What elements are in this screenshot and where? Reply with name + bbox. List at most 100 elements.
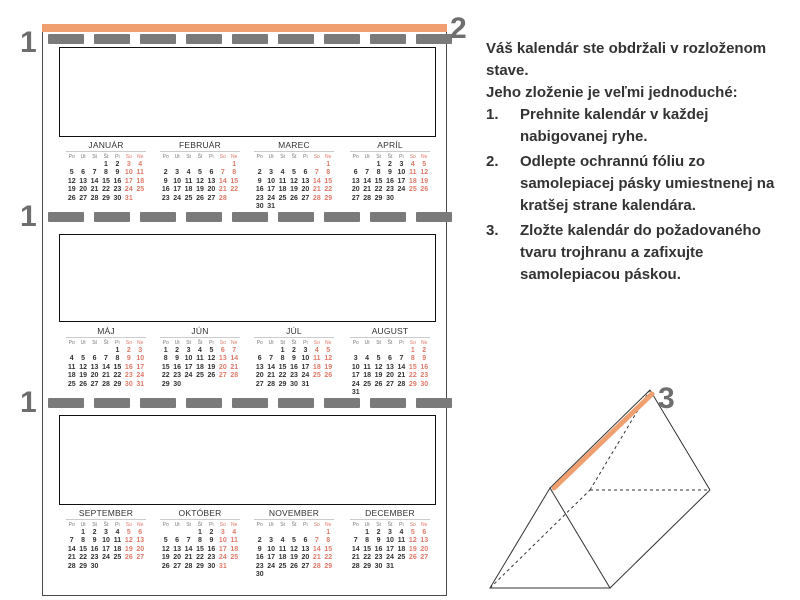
- day-cell: 17: [124, 177, 133, 185]
- day-cell: [407, 195, 418, 203]
- day-cell: 1: [81, 529, 86, 536]
- day-cell: 13: [90, 363, 99, 371]
- month-name: SEPTEMBER: [66, 508, 146, 520]
- fold-dash: [416, 398, 452, 408]
- weekday-label: St: [92, 154, 97, 160]
- day-cell: 10: [267, 545, 276, 553]
- day-cell: 20: [301, 554, 310, 562]
- weekday-label: So: [409, 522, 416, 528]
- day-cell: 8: [115, 355, 120, 363]
- weekday-label: Pi: [399, 522, 404, 528]
- day-cell: 16: [124, 363, 133, 371]
- day-cell: 19: [67, 186, 76, 194]
- day-cell: 8: [326, 537, 331, 545]
- day-cell: 5: [292, 537, 296, 545]
- adhesive-tape-strip: [42, 24, 447, 32]
- day-cell: 19: [324, 363, 333, 371]
- day-cell: 2: [175, 347, 180, 354]
- day-cell: 30: [255, 571, 264, 579]
- day-cell: 21: [312, 554, 321, 562]
- day-cell: 5: [376, 355, 381, 363]
- day-cell: 6: [303, 169, 308, 177]
- day-cell: [100, 347, 111, 355]
- step-item: 1.Prehnite kalendár v každej nabigovanej…: [486, 104, 786, 148]
- prism-tape-strip: [551, 391, 655, 491]
- day-cell: 4: [232, 529, 237, 536]
- day-cell: 26: [324, 372, 333, 380]
- day-cell: 9: [257, 177, 262, 185]
- day-cell: 21: [267, 372, 276, 380]
- day-cell: 1: [326, 529, 331, 536]
- day-cell: 23: [290, 372, 298, 380]
- day-cell: 13: [173, 545, 182, 553]
- day-cell: 12: [374, 363, 383, 371]
- day-cell: [323, 203, 334, 211]
- weekday-label: So: [219, 340, 226, 346]
- fold-dash: [370, 398, 406, 408]
- fold-dash: [278, 212, 314, 222]
- day-cell: 16: [207, 545, 216, 553]
- day-cell: 12: [290, 177, 298, 185]
- day-cell: 29: [408, 380, 417, 388]
- day-cell: 19: [196, 186, 204, 194]
- day-cell: 8: [81, 537, 86, 545]
- day-cell: 30: [173, 380, 182, 388]
- day-cell: 30: [290, 380, 298, 388]
- weekday-label: Po: [256, 522, 263, 528]
- month-name: AUGUST: [350, 326, 430, 338]
- day-cell: 9: [388, 169, 392, 177]
- day-cell: 14: [184, 545, 193, 553]
- day-cell: 4: [280, 169, 285, 177]
- day-cell: 24: [184, 372, 193, 380]
- day-cell: 12: [124, 537, 133, 545]
- weekday-label: Št: [103, 154, 109, 160]
- fold-dash: [324, 212, 360, 222]
- day-cell: 11: [68, 363, 76, 371]
- weekday-label: St: [186, 522, 191, 528]
- day-cell: 12: [290, 545, 298, 553]
- month-name: JÚL: [254, 326, 334, 338]
- day-cell: 4: [314, 347, 319, 354]
- day-cell: 9: [376, 537, 381, 545]
- day-cell: 27: [173, 562, 182, 570]
- day-cell: 26: [124, 554, 133, 562]
- day-cell: 13: [255, 363, 264, 371]
- day-cell: 23: [124, 372, 133, 380]
- day-cell: [373, 389, 384, 397]
- weekday-label: Ut: [80, 154, 86, 160]
- day-cell: 8: [326, 169, 331, 177]
- day-cell: 28: [102, 380, 110, 388]
- day-cell: [300, 203, 311, 211]
- day-cell: 27: [420, 554, 429, 562]
- day-cell: 16: [374, 545, 383, 553]
- day-cell: 23: [420, 372, 429, 380]
- day-cell: 6: [209, 169, 214, 177]
- weekday-label: Pi: [115, 154, 120, 160]
- instructions-steps: 1.Prehnite kalendár v každej nabigovanej…: [486, 104, 786, 286]
- day-cell: 10: [124, 169, 133, 177]
- day-cell: 27: [301, 562, 310, 570]
- day-cell: 14: [90, 177, 99, 185]
- day-cell: [277, 161, 288, 169]
- day-cell: 19: [420, 177, 429, 185]
- day-cell: 29: [102, 194, 110, 202]
- day-cell: 24: [397, 186, 406, 194]
- day-cell: 25: [67, 380, 76, 388]
- month-name: OKTÓBER: [160, 508, 240, 520]
- day-cell: 21: [397, 372, 406, 380]
- day-cell: [396, 563, 407, 571]
- day-cell: 18: [408, 177, 417, 185]
- day-cell: 7: [269, 355, 274, 363]
- day-cell: 26: [420, 186, 429, 194]
- day-cell: [123, 563, 134, 571]
- day-cell: [194, 381, 205, 389]
- day-cell: 19: [207, 363, 216, 371]
- fold-line-bottom: [40, 398, 452, 408]
